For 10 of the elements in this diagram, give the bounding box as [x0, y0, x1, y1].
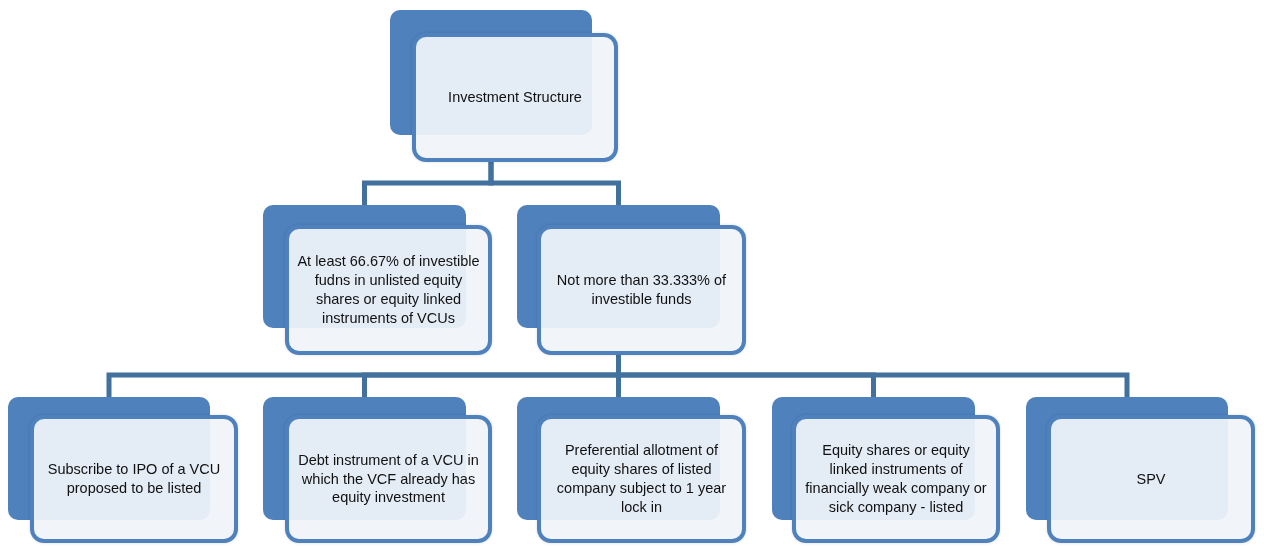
box-text: Preferential allotment of equity shares of listed company subject to 1 year lock in: [555, 441, 728, 517]
box-text: Investment Structure: [448, 88, 582, 107]
connector-line: [488, 162, 621, 205]
box-text: At least 66.67% of investible fudns in unlisted equity shares or equity linked instruments of VCUs: [297, 252, 480, 328]
box-text: Subscribe to IPO of a VCU proposed to be listed: [46, 460, 222, 498]
box-text: SPV: [1136, 469, 1166, 489]
box-text: Equity shares or equity linked instruments of financially weak company or sick company - listed: [804, 441, 988, 517]
box-text: Not more than 33.333% of investible funds: [555, 271, 728, 309]
box-text: Debt instrument of a VCU in which the VCF already has equity investment: [297, 450, 480, 508]
connector-line: [616, 355, 1130, 397]
